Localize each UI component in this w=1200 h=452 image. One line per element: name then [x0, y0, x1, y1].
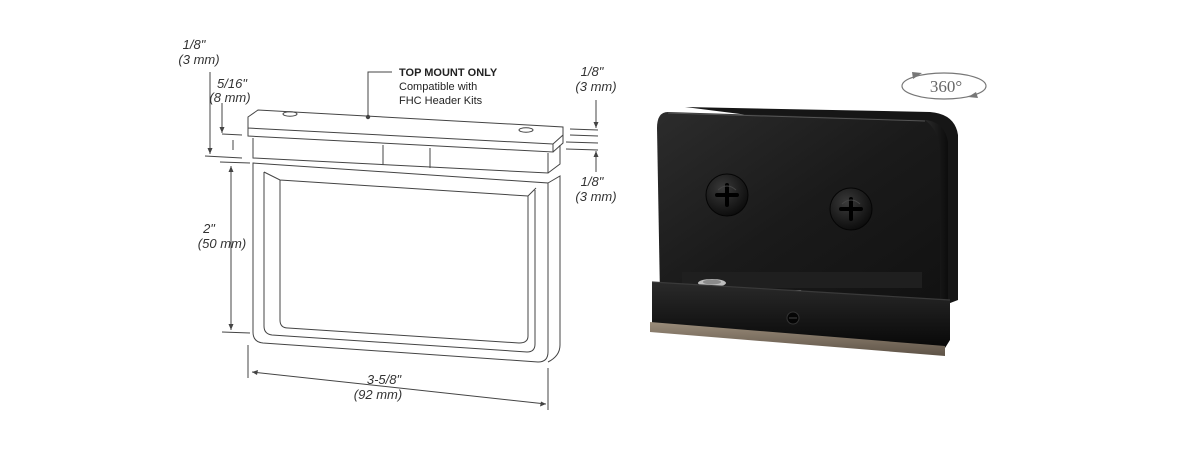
plate-thickness-value: 5/16": [217, 76, 248, 91]
top-gap-metric: (3 mm): [178, 52, 219, 67]
width-metric: (92 mm): [354, 387, 402, 402]
hinge-side-bevel: [925, 120, 948, 310]
width-value: 3-5/8": [367, 372, 403, 387]
rotation-label: 360°: [930, 77, 962, 96]
body-side: [547, 175, 561, 363]
top-plate-hole-left: [282, 111, 298, 117]
rotation-arrow-icon: [901, 72, 987, 100]
callout-line-2: FHC Header Kits: [399, 95, 483, 107]
left-dimensions: [204, 72, 549, 410]
top-plate-hole-right: [518, 127, 534, 133]
right-low-metric: (3 mm): [575, 189, 616, 204]
technical-drawing: [204, 71, 599, 410]
callout-line-1: Compatible with: [399, 81, 477, 93]
neck-outline: [252, 138, 549, 174]
right-top-value: 1/8": [581, 64, 605, 79]
hinge-body: [657, 112, 948, 310]
callout-leader: [367, 71, 392, 117]
right-top-metric: (3 mm): [575, 79, 616, 94]
product-photo: [650, 107, 958, 356]
body-inner-panel: [263, 171, 537, 353]
screw-left-icon: [705, 173, 749, 217]
top-gap-value: 1/8": [183, 37, 207, 52]
plate-thickness-metric: (8 mm): [209, 90, 250, 105]
height-metric: (50 mm): [198, 236, 246, 251]
height-value: 2": [202, 221, 216, 236]
pivot-neck: [682, 272, 922, 288]
top-plate-lower: [247, 128, 554, 153]
body-outline: [252, 162, 549, 363]
gasket-pad: [650, 322, 945, 356]
right-low-value: 1/8": [581, 174, 605, 189]
screw-right-icon: [829, 187, 873, 231]
base-block: [652, 282, 950, 348]
callout-title: TOP MOUNT ONLY: [399, 67, 498, 79]
rotation-badge: 360°: [901, 72, 987, 100]
right-dimensions: [565, 100, 599, 172]
dimension-arrows: [207, 114, 599, 407]
